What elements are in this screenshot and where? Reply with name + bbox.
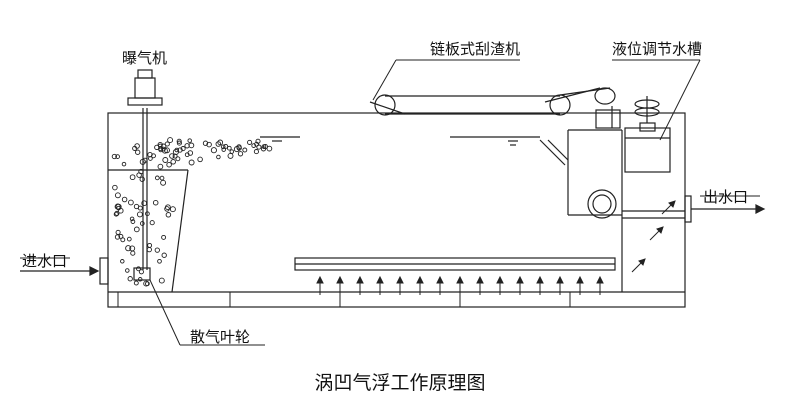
outlet-flow-arrows <box>631 200 676 273</box>
sprocket-left <box>374 94 396 116</box>
upflow-arrows <box>316 275 604 295</box>
air-bubbles <box>111 137 273 287</box>
inlet-flange <box>99 257 109 285</box>
diagram-title: 涡凹气浮工作原理图 <box>314 372 486 394</box>
level-tank <box>624 127 671 173</box>
level-tank-label: 液位调节水槽 <box>612 40 703 58</box>
chain-scraper-label: 链板式刮渣机 <box>430 40 521 58</box>
aeration-partition <box>171 169 189 293</box>
inlet-label: 进水口 <box>22 252 68 270</box>
impeller-label: 散气叶轮 <box>190 328 251 346</box>
sludge-slope <box>547 139 569 161</box>
base-ribs <box>117 292 571 307</box>
outlet-pipe-ring <box>587 189 617 219</box>
flow-arrows <box>20 204 766 276</box>
aerator-motor <box>134 77 156 99</box>
leader-lines <box>20 59 760 346</box>
aerator-label: 曝气机 <box>122 49 168 67</box>
outlet-label: 出水口 <box>703 188 749 206</box>
tank-body <box>107 112 686 308</box>
